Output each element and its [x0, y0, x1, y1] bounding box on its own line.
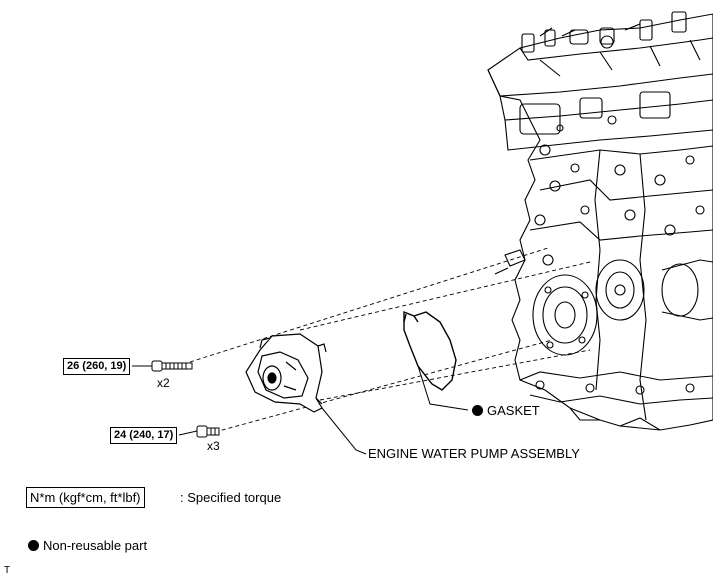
legend-dot-icon	[28, 540, 39, 551]
bolt-lower	[196, 425, 220, 438]
quantity-upper: x2	[157, 376, 170, 390]
corner-mark: T	[4, 565, 11, 576]
bolt-upper	[151, 360, 193, 372]
legend-nonreusable-label: Non-reusable part	[43, 538, 148, 553]
gasket	[403, 310, 457, 391]
alignment-lines	[189, 247, 591, 433]
water-pump	[245, 333, 327, 413]
leader-lines	[132, 365, 469, 455]
quantity-lower: x3	[207, 439, 220, 453]
gasket-callout: GASKET	[472, 403, 540, 418]
engine-block	[487, 11, 713, 431]
nonreusable-dot-icon	[472, 405, 483, 416]
torque-label-lower: 24 (240, 17)	[110, 427, 178, 444]
legend-torque-unit: N*m (kgf*cm, ft*lbf)	[26, 487, 145, 508]
torque-label-upper: 26 (260, 19)	[63, 358, 131, 375]
legend-nonreusable: Non-reusable part	[28, 538, 147, 553]
gasket-label: GASKET	[487, 403, 540, 418]
legend-torque-desc: : Specified torque	[180, 490, 282, 505]
water-pump-callout: ENGINE WATER PUMP ASSEMBLY	[368, 446, 580, 461]
